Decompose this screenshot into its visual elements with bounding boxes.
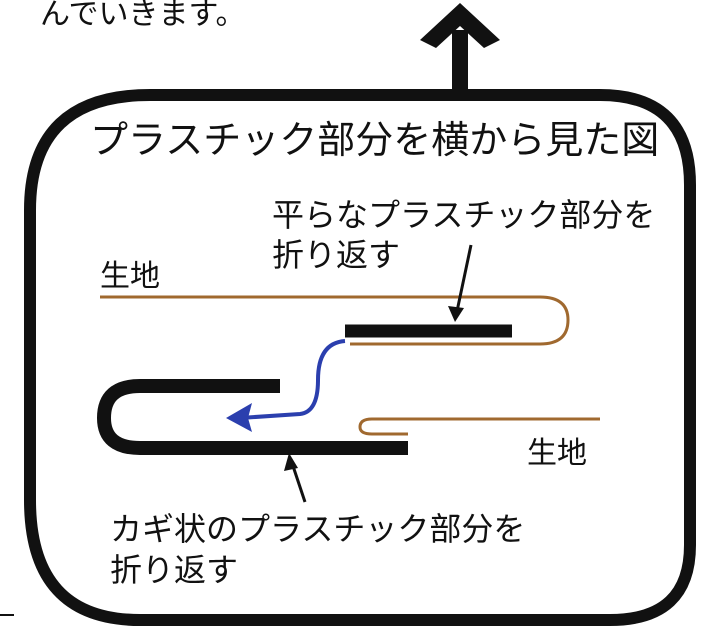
top-caption: んでいきます。 [40, 0, 246, 32]
flat-pointer-head [448, 306, 464, 322]
fabric-top-line [100, 295, 570, 346]
hook-plastic-label-line2: 折り返す [110, 551, 239, 589]
flat-plastic-label-line2: 折り返す [272, 236, 401, 274]
panel-outline [24, 89, 696, 626]
panel-title: プラスチック部分を横から見た図 [90, 118, 660, 162]
hook-pointer-head [284, 453, 298, 471]
hook-plastic-label-line1: カギ状のプラスチック部分を [110, 510, 526, 548]
fabric-label-top: 生地 [100, 259, 160, 294]
flat-pointer-line [454, 244, 473, 317]
hook-plastic-piece [96, 379, 408, 455]
blue-path-line [239, 339, 346, 420]
blue-path-arrowhead [226, 403, 252, 432]
fabric-label-bottom: 生地 [527, 436, 587, 471]
fabric-bottom-line [358, 417, 600, 436]
up-arrow-head [420, 3, 500, 48]
flat-plastic-label-line1: 平らなプラスチック部分を [272, 196, 656, 234]
hook-pointer-line [290, 462, 307, 503]
